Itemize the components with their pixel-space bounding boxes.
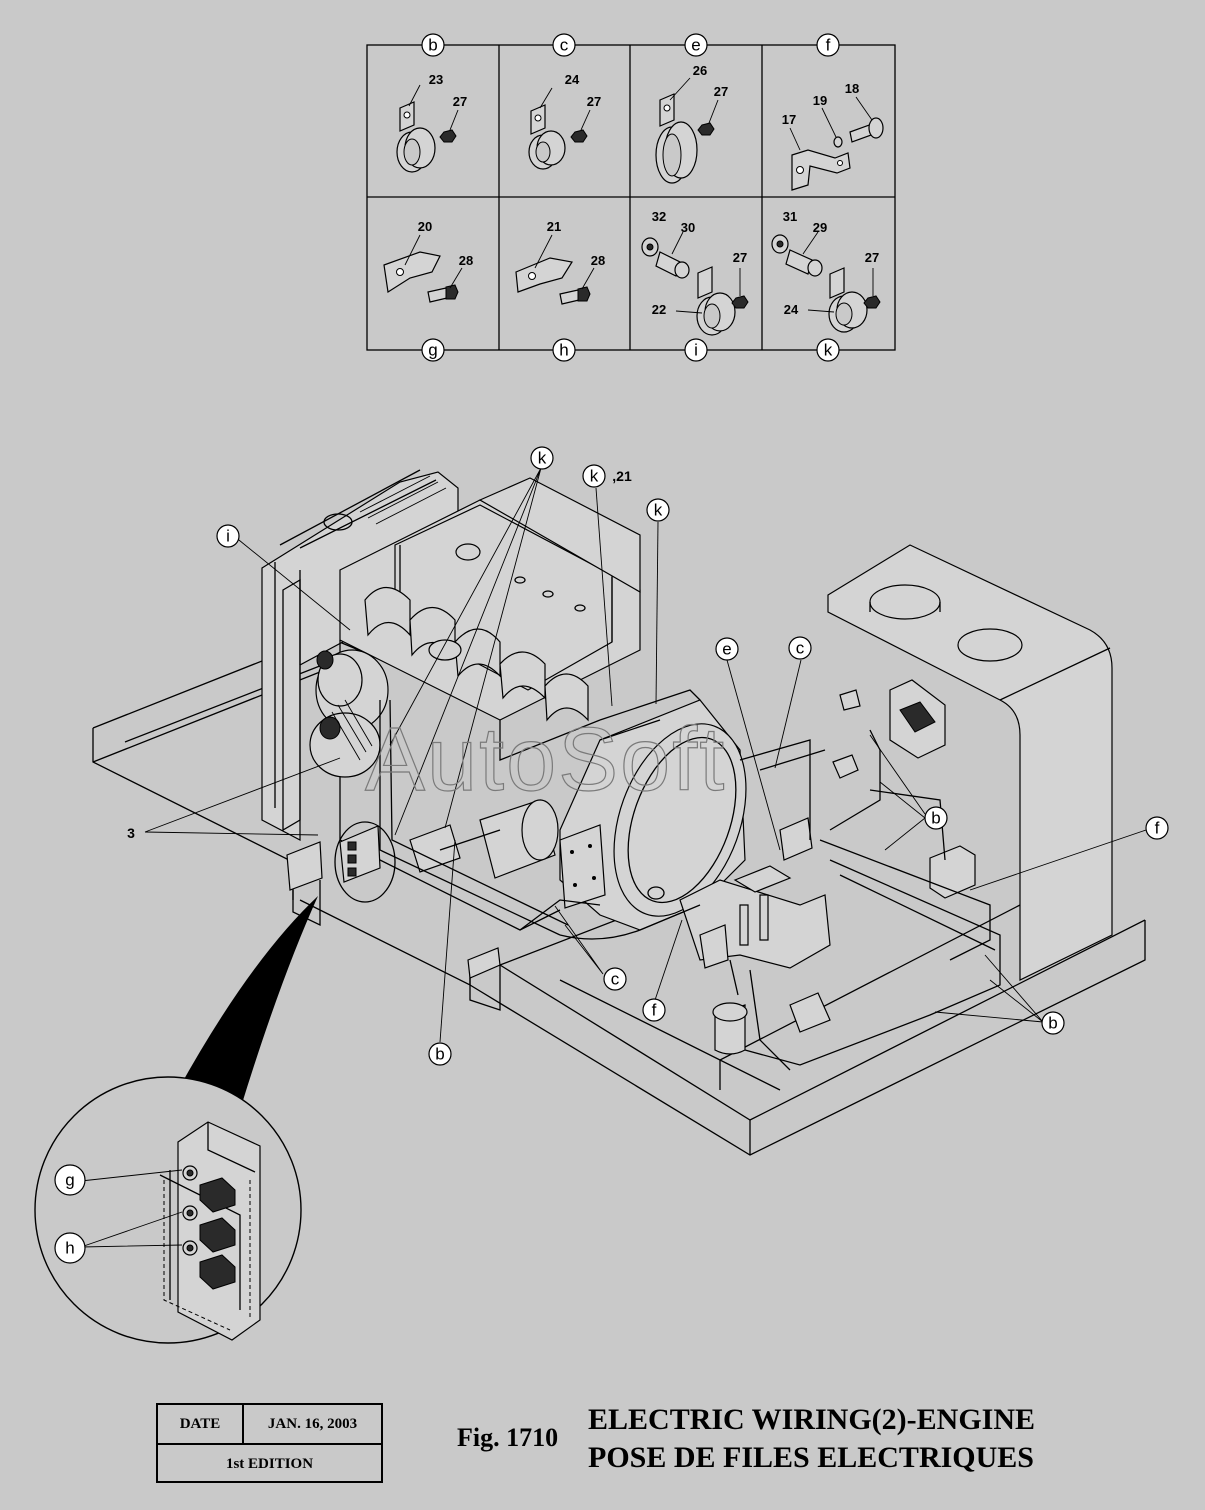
edition-label: 1st EDITION xyxy=(225,1455,314,1472)
detail-c-clamp: 24 27 xyxy=(528,72,601,170)
callout-e: e xyxy=(715,637,739,661)
callout-c-bottom: c xyxy=(603,967,627,991)
control-box xyxy=(832,679,976,899)
callout-b-right-upper: b xyxy=(924,806,948,830)
flywheel-housing xyxy=(559,699,747,931)
part-24-k: 24 xyxy=(784,302,799,317)
wiring-harness xyxy=(379,689,1001,1071)
terminal-strip xyxy=(334,821,396,903)
part-27-e: 27 xyxy=(714,84,728,99)
svg-text:k: k xyxy=(590,467,599,486)
detail-callout-e: e xyxy=(684,33,708,57)
detail-label-h: h xyxy=(559,341,568,360)
fuel-tank xyxy=(827,544,1113,981)
svg-text:e: e xyxy=(722,640,731,659)
svg-text:f: f xyxy=(1155,819,1160,838)
part-27-c: 27 xyxy=(587,94,601,109)
detail-g-plate: 20 28 xyxy=(383,219,473,303)
ref-number-3: 3 xyxy=(127,825,135,841)
detail-f-bracket: 17 19 18 xyxy=(782,81,884,191)
detail-label-k: k xyxy=(824,341,833,360)
detail-k-assembly: 31 29 27 24 xyxy=(771,209,881,333)
callout-k-left: k xyxy=(530,446,554,470)
alternator xyxy=(309,649,389,778)
detail-label-b: b xyxy=(428,36,437,55)
inset-callout-h: h xyxy=(54,1232,86,1264)
callout-f-right: f xyxy=(1145,816,1169,840)
date-value: JAN. 16, 2003 xyxy=(267,1415,358,1432)
detail-i-assembly: 32 30 27 22 xyxy=(641,209,749,336)
callout-b-right-lower: b xyxy=(1041,1011,1065,1035)
part-27-k: 27 xyxy=(865,250,879,265)
callout-i: i xyxy=(216,524,240,548)
part-18: 18 xyxy=(845,81,859,96)
detail-callout-f: f xyxy=(816,33,840,57)
detail-callout-g: g xyxy=(421,338,445,362)
inset-callout-g: g xyxy=(54,1164,86,1196)
detail-callout-k: k xyxy=(816,338,840,362)
part-17: 17 xyxy=(782,112,796,127)
figure-number: Fig. 1710 xyxy=(457,1423,559,1452)
svg-text:b: b xyxy=(931,809,940,828)
part-27-i: 27 xyxy=(733,250,747,265)
detail-b-clamp: 23 27 xyxy=(396,72,467,173)
callout-f-bottom: f xyxy=(642,998,666,1022)
leader-lines xyxy=(144,467,1147,1043)
detail-label-c: c xyxy=(560,36,569,55)
part-23: 23 xyxy=(429,72,443,87)
part-30: 30 xyxy=(681,220,695,235)
part-32: 32 xyxy=(652,209,666,224)
part-31: 31 xyxy=(783,209,797,224)
edition-stamp: DATE JAN. 16, 2003 1st EDITION xyxy=(156,1403,383,1483)
callout-k-middle: k xyxy=(582,464,606,488)
part-26: 26 xyxy=(693,63,707,78)
svg-text:g: g xyxy=(65,1171,74,1190)
svg-text:b: b xyxy=(1048,1014,1057,1033)
svg-text:c: c xyxy=(611,970,620,989)
callout-c-top: c xyxy=(788,636,812,660)
detail-callout-h: h xyxy=(552,338,576,362)
frame-base xyxy=(92,635,1146,1156)
date-label: DATE xyxy=(158,1405,244,1443)
callout-b-bottom: b xyxy=(428,1042,452,1066)
part-19: 19 xyxy=(813,93,827,108)
part-21: 21 xyxy=(547,219,561,234)
detail-h-plate: 21 28 xyxy=(515,219,605,305)
part-28-g: 28 xyxy=(459,253,473,268)
svg-text:i: i xyxy=(226,527,230,546)
figure-title-fr: POSE DE FILES ELECTRIQUES xyxy=(588,1441,1034,1474)
starter-motor xyxy=(409,799,559,879)
callout-k-right: k xyxy=(646,498,670,522)
svg-text:b: b xyxy=(435,1045,444,1064)
svg-text:k: k xyxy=(538,449,547,468)
pump-assembly xyxy=(679,817,831,969)
part-24-c: 24 xyxy=(565,72,580,87)
part-20: 20 xyxy=(418,219,432,234)
detail-grid xyxy=(366,44,896,351)
figure-title-en: ELECTRIC WIRING(2)-ENGINE xyxy=(588,1403,1036,1436)
detail-callout-c: c xyxy=(552,33,576,57)
part-29: 29 xyxy=(813,220,827,235)
inset-magnifier xyxy=(34,896,318,1344)
detail-e-clamp: 26 27 xyxy=(655,63,728,184)
part-22: 22 xyxy=(652,302,666,317)
part-27-b: 27 xyxy=(453,94,467,109)
svg-text:f: f xyxy=(652,1001,657,1020)
svg-text:k: k xyxy=(654,501,663,520)
callout-k-middle-suffix: ,21 xyxy=(612,468,632,484)
watermark: AutoSoft xyxy=(365,710,726,810)
svg-text:c: c xyxy=(796,639,805,658)
detail-label-f: f xyxy=(826,36,831,55)
detail-label-e: e xyxy=(691,36,700,55)
detail-callout-b: b xyxy=(421,33,445,57)
svg-text:h: h xyxy=(65,1239,74,1258)
part-28-h: 28 xyxy=(591,253,605,268)
detail-label-g: g xyxy=(428,341,437,360)
fuel-filter xyxy=(712,992,831,1055)
detail-callout-i: i xyxy=(684,338,708,362)
detail-label-i: i xyxy=(694,341,698,360)
